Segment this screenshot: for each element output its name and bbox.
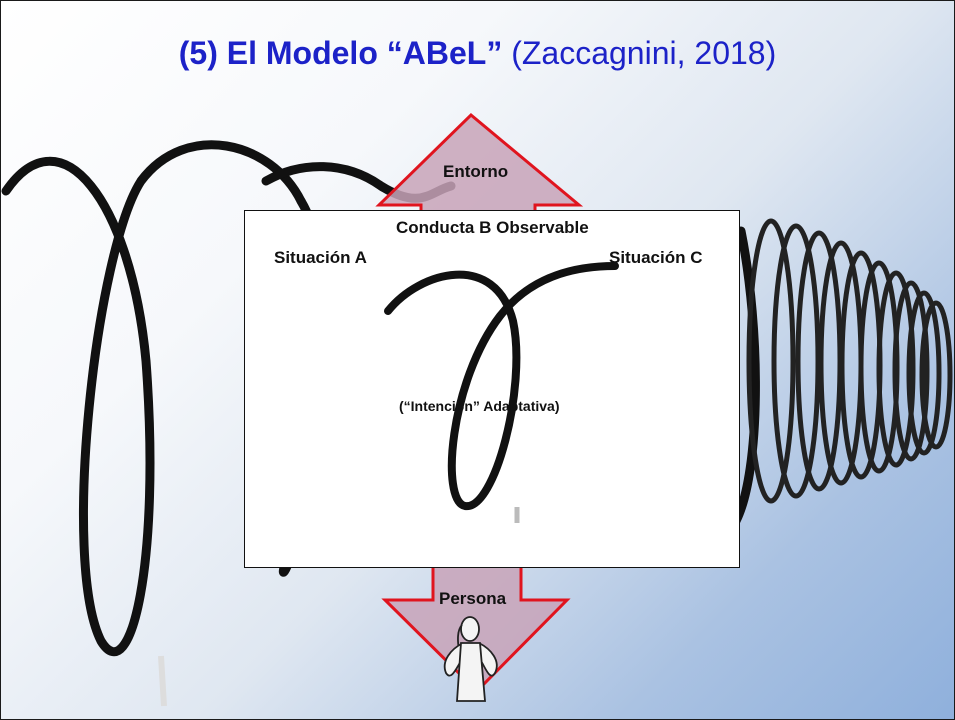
arrow-up-label: Entorno (443, 162, 509, 181)
slide-title: (5) El Modelo “ABeL” (Zaccagnini, 2018) (1, 35, 954, 72)
box-top-label: Conducta B Observable (396, 218, 589, 237)
title-citation: (Zaccagnini, 2018) (511, 35, 777, 71)
title-bold: (5) El Modelo “ABeL” (178, 35, 503, 71)
behavior-box: Conducta B Observable Situación A Situac… (244, 210, 740, 568)
box-center-label: (“Intención” Adaptativa) (399, 398, 560, 414)
arrow-down-label: Persona (439, 589, 507, 608)
spring-loop-icon (384, 262, 619, 523)
box-right-label: Situación C (609, 248, 703, 267)
box-left-label: Situación A (274, 248, 367, 267)
